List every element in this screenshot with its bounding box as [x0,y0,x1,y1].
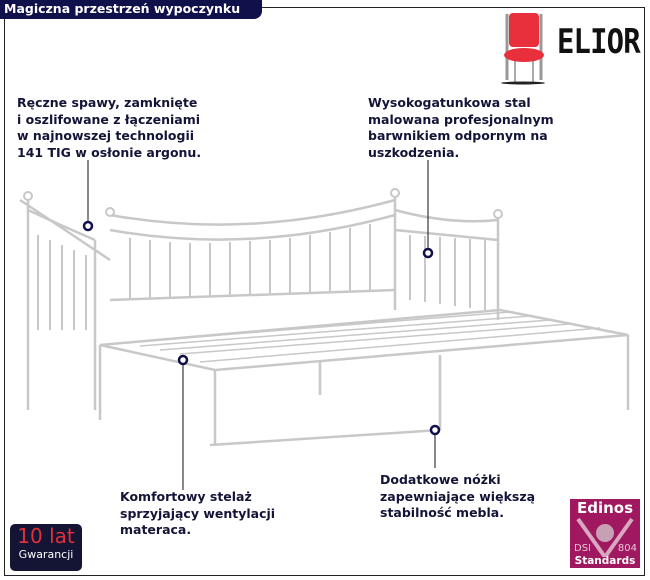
check-v-icon [576,517,634,557]
frame-border [4,7,645,576]
callout-welds: Ręczne spawy, zamknięte i oszlifowane z … [17,95,202,160]
warranty-years: 10 lat [17,524,75,548]
warranty-badge: 10 lat Gwarancji [10,524,82,571]
edinos-dsi: DSI [574,543,591,554]
edinos-number: 804 [617,543,637,554]
callout-paint: Wysokogatunkowa stal malowana profesjona… [368,95,554,160]
brand-logo: ELIOR [557,22,641,62]
edinos-name: Edinos [576,499,634,517]
edinos-standards: Standards [574,555,636,567]
chair-logo-icon [501,13,545,85]
warranty-label: Gwarancji [18,548,74,561]
edinos-badge: Edinos DSI 804 Standards [570,499,640,568]
callout-legs: Dodatkowe nóżki zapewniające większą sta… [380,472,536,520]
header-title: Magiczna przestrzeń wypoczynku [0,0,262,19]
callout-frame: Komfortowy stelaż sprzyjający wentylacji… [120,489,276,537]
